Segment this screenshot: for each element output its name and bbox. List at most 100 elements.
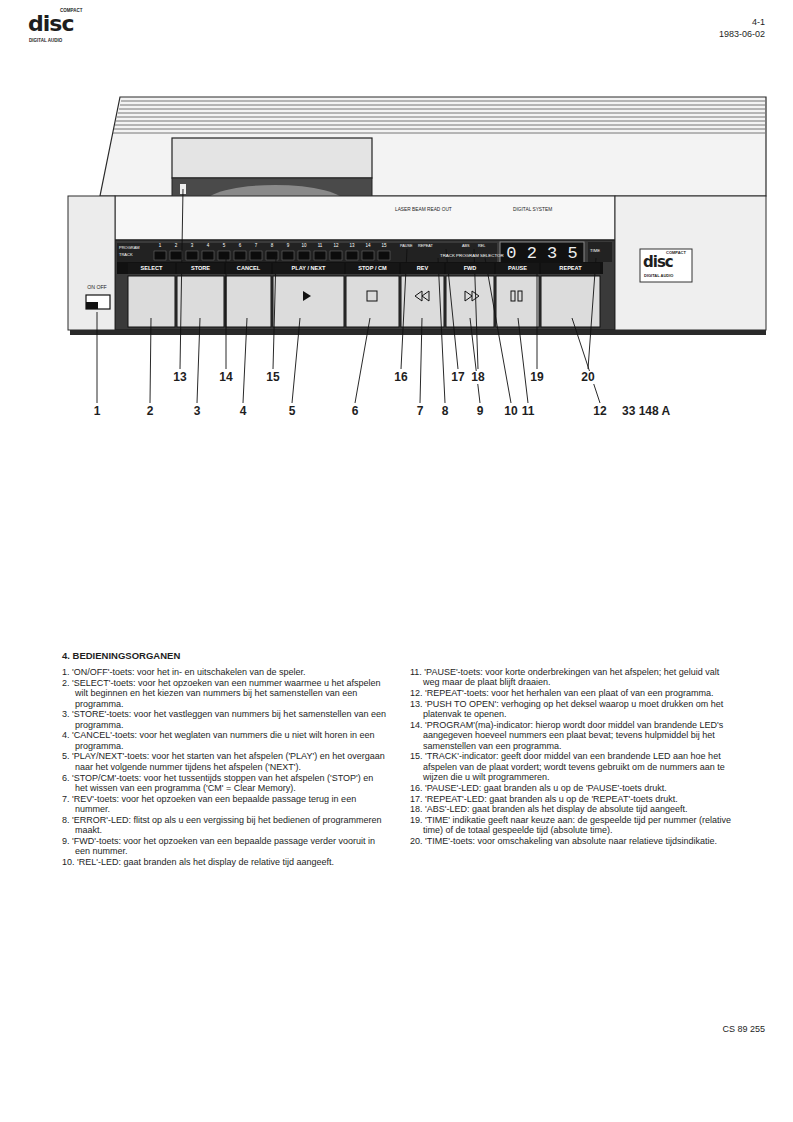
switch-label: ON OFF [87, 285, 107, 291]
indicator-label: PROGRAM [119, 246, 140, 250]
list-item: 7. 'REV'-toets: voor het opzoeken van ee… [62, 794, 386, 815]
indicator-label: TRACK [119, 253, 133, 257]
callout-number: 2 [146, 405, 155, 418]
logo-text: disc [643, 254, 673, 271]
section-heading: 4. BEDIENINGSORGANEN [62, 651, 180, 661]
led-strip [117, 243, 497, 262]
button-label-plate: PLAY / NEXT [273, 263, 344, 274]
led-number: 5 [223, 244, 226, 249]
rev-symbol [415, 291, 429, 301]
led-number: 14 [365, 244, 370, 249]
led-number: 7 [255, 244, 258, 249]
callout-number: 9 [476, 405, 485, 418]
logo-text: disc [28, 12, 73, 36]
led-label: REL [478, 244, 485, 248]
button-label: FWD [464, 265, 477, 271]
callout-number: 10 [503, 405, 518, 418]
callout-number: 13 [172, 371, 187, 384]
panel-text: LASER BEAM READ OUT [395, 207, 452, 212]
callout-number: 1 [93, 405, 102, 418]
disc-lid [172, 138, 372, 178]
led-number: 4 [207, 244, 210, 249]
list-item: 14. 'PROGRAM'(ma)-indicator: hierop word… [410, 720, 736, 751]
list-item: 19. 'TIME' indikatie geeft naar keuze aa… [410, 815, 736, 836]
led-number: 1 [159, 244, 162, 249]
callout-number: 3 [193, 405, 202, 418]
callout-number: 6 [351, 405, 360, 418]
date: 1983-06-02 [719, 30, 765, 40]
led-label: REPEAT [418, 244, 433, 248]
logo-text: DIGITAL AUDIO [644, 274, 673, 278]
button-label: CANCEL [237, 265, 260, 271]
callout-number: 17 [450, 371, 465, 384]
fwd-symbol [465, 291, 479, 301]
button-label: PAUSE [508, 265, 527, 271]
list-item: 8. 'ERROR'-LED: flitst op als u een verg… [62, 815, 386, 836]
callout-number: 8 [441, 405, 450, 418]
drawing-number: 33 148 A [622, 405, 670, 418]
list-item: 6. 'STOP/CM'-toets: voor het tussentijds… [62, 773, 386, 794]
callout-number: 15 [265, 371, 280, 384]
callout-number: 4 [239, 405, 248, 418]
callout-number: 5 [288, 405, 297, 418]
leader-lines [97, 189, 600, 403]
callout-number: 19 [529, 371, 544, 384]
led-number: 3 [191, 244, 194, 249]
led-number: 15 [381, 244, 386, 249]
push-buttons [128, 276, 600, 327]
cooling-ribs [113, 101, 765, 133]
button-label: STOP / CM [358, 265, 386, 271]
led-label: PAUSE [400, 244, 413, 248]
control-panel [115, 240, 615, 330]
button-label-plate: STORE [177, 263, 224, 274]
led-number: 11 [318, 244, 323, 249]
callout-number: 20 [580, 371, 595, 384]
led-label: ABS [462, 244, 470, 248]
on-off-switch [86, 295, 110, 309]
callout-number: 16 [393, 371, 408, 384]
list-item: 10. 'REL'-LED: gaat branden als het disp… [62, 857, 386, 867]
callout-number: 11 [521, 405, 536, 418]
logo-text: DIGITAL AUDIO [29, 39, 62, 44]
time-display-digits: 0 2 3 5 [506, 245, 577, 264]
button-label: REPEAT [559, 265, 581, 271]
button-label: STORE [191, 265, 210, 271]
list-item: 16. 'PAUSE'-LED: gaat branden als u op d… [410, 783, 736, 793]
list-item: 5. 'PLAY/NEXT'-toets: voor het starten v… [62, 751, 386, 772]
button-label-plate: CANCEL [226, 263, 271, 274]
list-item: 17. 'REPEAT'-LED: gaat branden als u op … [410, 794, 736, 804]
button-label: PLAY / NEXT [292, 265, 326, 271]
list-item: 2. 'SELECT'-toets: voor het opzoeken van… [62, 678, 386, 709]
list-item: 9. 'FWD'-toets: voor het opzoeken van ee… [62, 836, 386, 857]
base [70, 330, 766, 335]
led-number: 10 [301, 244, 306, 249]
list-item: 13. 'PUSH TO OPEN': verhoging op het dek… [410, 699, 736, 720]
list-item: 1. 'ON/OFF'-toets: voor het in- en uitsc… [62, 667, 386, 677]
list-item: 4. 'CANCEL'-toets: voor het weglaten van… [62, 730, 386, 751]
stop-symbol [367, 291, 377, 301]
left-side-panel [68, 196, 115, 330]
list-item: 18. 'ABS'-LED: gaat branden als het disp… [410, 804, 736, 814]
button-label-plate: FWD [446, 263, 494, 274]
button-label-plate: REV [401, 263, 444, 274]
callout-number: 14 [218, 371, 233, 384]
document-code: CS 89 255 [722, 1025, 765, 1035]
callout-number: 12 [592, 405, 607, 418]
led-label: TRACK PROGRAM SELECTOR [440, 254, 504, 259]
button-label: REV [417, 265, 429, 271]
list-item: 11. 'PAUSE'-toets: voor korte onderbreki… [410, 667, 736, 688]
page-number: 4-1 [752, 18, 765, 28]
led-windows [154, 251, 390, 260]
led-number: 13 [349, 244, 354, 249]
switch-knob [86, 302, 98, 309]
callout-number: 18 [470, 371, 485, 384]
button-label-plate: STOP / CM [346, 263, 399, 274]
label-strip [117, 262, 603, 274]
list-item: 15. 'TRACK'-indicator: geeft door middel… [410, 751, 736, 782]
button-label: TIME [590, 249, 600, 254]
button-label-plate: PAUSE [496, 263, 539, 274]
cd-player-illustration [0, 0, 793, 460]
led-number: 6 [239, 244, 242, 249]
led-number: 8 [271, 244, 274, 249]
list-item: 20. 'TIME'-toets: voor omschakeling van … [410, 836, 736, 846]
